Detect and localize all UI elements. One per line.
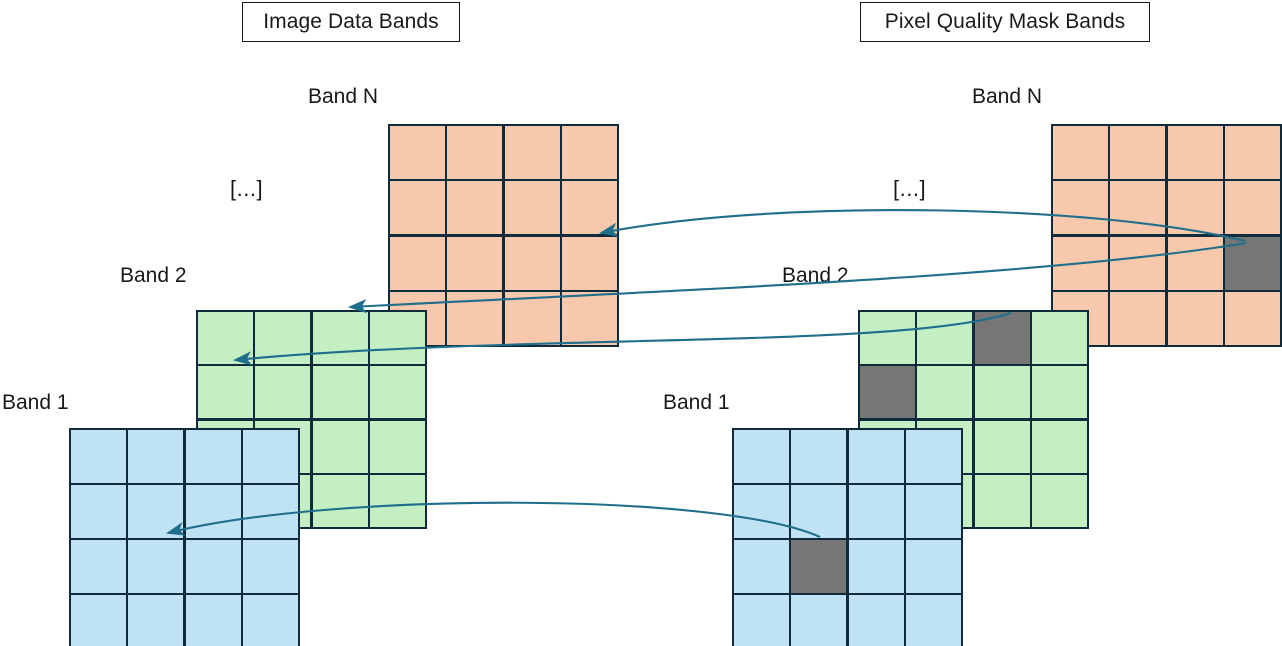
pixel-quality-mask-bands-title: Pixel Quality Mask Bands: [860, 2, 1150, 42]
pixel-cell: [242, 430, 298, 483]
pixel-cell: [1110, 181, 1166, 235]
pixel-cell: [1110, 291, 1166, 345]
pixel-cell: [185, 595, 241, 646]
pixel-cell: [860, 312, 916, 365]
pixel-cell: [1167, 126, 1223, 180]
pixel-cell: [71, 430, 127, 483]
pixel-cell: [1110, 236, 1166, 290]
masked-pixel-cell: [974, 312, 1030, 365]
right-band-n-label: Band N: [972, 85, 1043, 108]
pixel-cell: [369, 312, 425, 365]
pixel-cell: [974, 474, 1030, 527]
masked-pixel-cell: [1224, 236, 1280, 290]
pixel-cell: [974, 366, 1030, 419]
left-band-1-label: Band 1: [2, 391, 69, 414]
pixel-cell: [734, 540, 790, 593]
pixel-cell: [561, 291, 617, 345]
pixel-cell: [71, 540, 127, 593]
pixel-cell: [504, 181, 560, 235]
pixel-cell: [185, 540, 241, 593]
pixel-cell: [791, 595, 847, 646]
pixel-cell: [1053, 236, 1109, 290]
pixel-cell: [312, 420, 368, 473]
masked-pixel-cell: [791, 540, 847, 593]
pixel-cell: [185, 485, 241, 538]
pixel-cell: [447, 236, 503, 290]
right-band-1-label: Band 1: [663, 391, 730, 414]
pixel-cell: [255, 312, 311, 365]
pixel-cell: [447, 126, 503, 180]
left-band-1-grid: [69, 428, 300, 646]
pixel-cell: [1031, 312, 1087, 365]
left-band-n-label: Band N: [308, 85, 379, 108]
pixel-cell: [242, 485, 298, 538]
pixel-cell: [905, 485, 961, 538]
pixel-cell: [848, 430, 904, 483]
right-band-1-grid: [732, 428, 963, 646]
pixel-cell: [974, 420, 1030, 473]
pixel-cell: [1167, 236, 1223, 290]
right-band-2-label: Band 2: [782, 264, 849, 287]
pixel-cell: [71, 595, 127, 646]
masked-pixel-cell: [860, 366, 916, 419]
pixel-cell: [447, 291, 503, 345]
pixel-cell: [1031, 366, 1087, 419]
left-band-2-label: Band 2: [120, 264, 187, 287]
pixel-cell: [447, 181, 503, 235]
pixel-cell: [255, 366, 311, 419]
pixel-cell: [561, 181, 617, 235]
left-ellipsis-label: [...]: [230, 176, 264, 201]
pixel-cell: [312, 366, 368, 419]
pixel-cell: [848, 595, 904, 646]
image-data-bands-title: Image Data Bands: [242, 2, 460, 42]
pixel-cell: [1053, 126, 1109, 180]
pixel-cell: [848, 485, 904, 538]
pixel-cell: [242, 595, 298, 646]
pixel-cell: [917, 366, 973, 419]
pixel-cell: [390, 236, 446, 290]
pixel-cell: [128, 485, 184, 538]
pixel-cell: [71, 485, 127, 538]
pixel-cell: [312, 474, 368, 527]
pixel-cell: [312, 312, 368, 365]
pixel-cell: [504, 236, 560, 290]
pixel-cell: [185, 430, 241, 483]
pixel-cell: [791, 485, 847, 538]
pixel-cell: [1053, 181, 1109, 235]
pixel-cell: [848, 540, 904, 593]
pixel-cell: [791, 430, 847, 483]
pixel-cell: [917, 312, 973, 365]
pixel-cell: [734, 485, 790, 538]
pixel-cell: [561, 236, 617, 290]
pixel-cell: [905, 540, 961, 593]
pixel-cell: [1031, 420, 1087, 473]
pixel-cell: [1224, 181, 1280, 235]
pixel-cell: [734, 430, 790, 483]
pixel-cell: [504, 126, 560, 180]
pixel-cell: [128, 430, 184, 483]
pixel-cell: [128, 540, 184, 593]
pixel-cell: [905, 595, 961, 646]
pixel-cell: [369, 366, 425, 419]
pixel-cell: [905, 430, 961, 483]
pixel-cell: [561, 126, 617, 180]
pixel-cell: [390, 126, 446, 180]
pixel-cell: [198, 366, 254, 419]
pixel-cell: [504, 291, 560, 345]
pixel-cell: [369, 474, 425, 527]
pixel-cell: [1167, 181, 1223, 235]
pixel-cell: [1224, 126, 1280, 180]
pixel-cell: [128, 595, 184, 646]
pixel-cell: [1224, 291, 1280, 345]
pixel-cell: [1167, 291, 1223, 345]
pixel-cell: [734, 595, 790, 646]
pixel-cell: [1031, 474, 1087, 527]
right-ellipsis-label: [...]: [893, 176, 927, 201]
pixel-cell: [1110, 126, 1166, 180]
pixel-cell: [198, 312, 254, 365]
pixel-cell: [390, 181, 446, 235]
pixel-cell: [242, 540, 298, 593]
pixel-cell: [369, 420, 425, 473]
